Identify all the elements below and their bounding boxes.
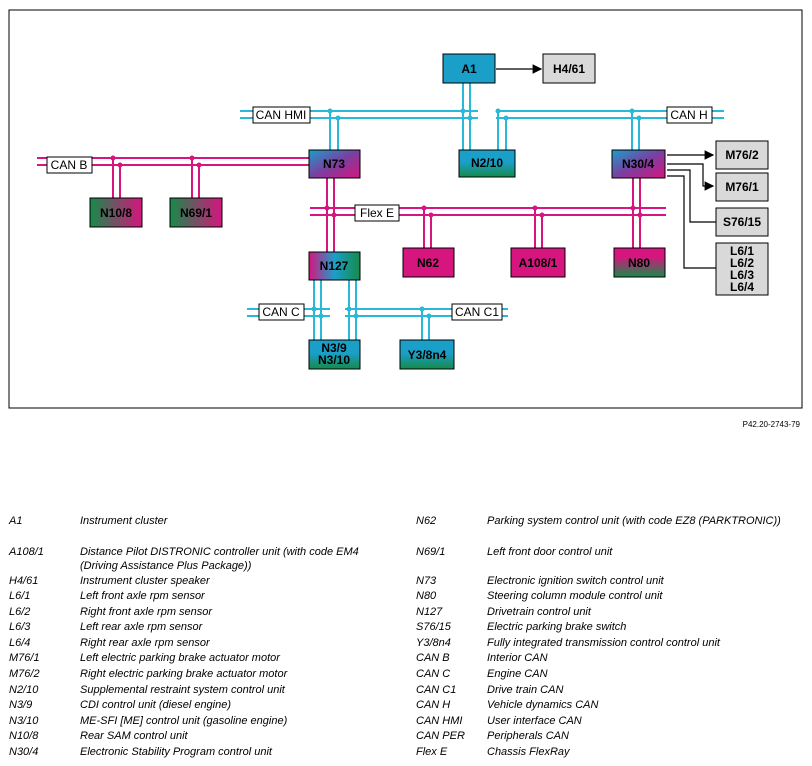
node-n127: N127 — [320, 259, 349, 273]
legend-code: A1 — [9, 515, 23, 527]
node-n30-4: N30/4 — [622, 157, 654, 171]
legend-code: CAN C1 — [416, 684, 457, 696]
node-y3-8n4: Y3/8n4 — [408, 348, 447, 362]
legend-description: Parking system control unit (with code E… — [487, 515, 781, 527]
legend-description: Supplemental restraint system control un… — [80, 684, 285, 696]
legend-description: Left front axle rpm sensor — [80, 590, 205, 602]
node-s76-15: S76/15 — [723, 215, 761, 229]
legend-code: M76/2 — [9, 668, 40, 680]
node-l6-1: L6/1 — [730, 244, 754, 258]
legend-description: Drivetrain control unit — [487, 606, 591, 618]
node-l6-4: L6/4 — [730, 280, 754, 294]
legend-code: N62 — [416, 515, 437, 527]
label-can-h: CAN H — [670, 108, 707, 122]
legend-description: Electronic Stability Program control uni… — [80, 746, 272, 758]
node-n62: N62 — [417, 256, 439, 270]
node-m76-2: M76/2 — [725, 148, 759, 162]
legend-description: ME-SFI [ME] control unit (gasoline engin… — [80, 715, 288, 727]
node-n3-10: N3/10 — [318, 353, 350, 367]
legend-code: L6/3 — [9, 621, 31, 633]
legend-description: Left front door control unit — [487, 546, 613, 558]
legend-description: Drive train CAN — [487, 684, 564, 696]
legend-code: H4/61 — [9, 575, 39, 587]
legend-code: N3/10 — [9, 715, 39, 727]
signal-lines — [496, 64, 716, 269]
legend-description: Right front axle rpm sensor — [80, 606, 213, 618]
diagram-frame — [8, 9, 803, 409]
legend-description: Instrument cluster — [80, 515, 168, 527]
legend-code: CAN H — [416, 699, 451, 711]
legend-description: Interior CAN — [487, 652, 548, 664]
network-diagram: CAN HMI CAN H CAN B Flex E CAN C CAN C1 … — [8, 9, 803, 409]
node-n80: N80 — [628, 256, 650, 270]
legend-code: Y3/8n4 — [416, 637, 451, 649]
legend-code: L6/1 — [9, 590, 31, 602]
legend-description: Right electric parking brake actuator mo… — [80, 668, 288, 680]
legend-code: N10/8 — [9, 730, 39, 742]
legend-description: User interface CAN — [487, 715, 582, 727]
legend-code: N2/10 — [9, 684, 39, 696]
legend-code: N127 — [416, 606, 443, 618]
legend-code: CAN PER — [416, 730, 465, 742]
legend-code: L6/4 — [9, 637, 31, 649]
node-l6-3: L6/3 — [730, 268, 754, 282]
legend-description: Left electric parking brake actuator mot… — [80, 652, 280, 664]
node-n2-10: N2/10 — [471, 156, 503, 170]
node-h4-61: H4/61 — [553, 62, 585, 76]
legend-code: N30/4 — [9, 746, 39, 758]
legend-description: CDI control unit (diesel engine) — [80, 699, 232, 711]
label-can-c: CAN C — [262, 305, 300, 319]
legend-code: S76/15 — [416, 621, 451, 633]
legend-description: Vehicle dynamics CAN — [487, 699, 599, 711]
legend-description: Right rear axle rpm sensor — [80, 637, 210, 649]
label-can-b: CAN B — [51, 158, 88, 172]
label-flex-e: Flex E — [360, 206, 394, 220]
legend-code: CAN HMI — [416, 715, 463, 727]
legend-code: N80 — [416, 590, 437, 602]
legend-code: M76/1 — [9, 652, 40, 664]
legend-description: Instrument cluster speaker — [80, 575, 210, 587]
node-n10-8: N10/8 — [100, 206, 132, 220]
node-a108-1: A108/1 — [519, 256, 558, 270]
node-n69-1: N69/1 — [180, 206, 212, 220]
legend-code: N73 — [416, 575, 437, 587]
legend-description: Peripherals CAN — [487, 730, 569, 742]
node-l6-2: L6/2 — [730, 256, 754, 270]
node-a1: A1 — [461, 62, 477, 76]
legend-code: CAN C — [416, 668, 451, 680]
legend-code: Flex E — [416, 746, 448, 758]
legend-description: Fully integrated transmission control co… — [487, 637, 720, 649]
node-m76-1: M76/1 — [725, 180, 759, 194]
legend-description: Electronic ignition switch control unit — [487, 575, 664, 587]
legend-description: Engine CAN — [487, 668, 548, 680]
legend-code: L6/2 — [9, 606, 31, 618]
node-n3-9: N3/9 — [321, 341, 347, 355]
legend-description: Left rear axle rpm sensor — [80, 621, 203, 633]
legend-description: Rear SAM control unit — [80, 730, 188, 742]
legend-description: Steering column module control unit — [487, 590, 663, 602]
node-n73: N73 — [323, 157, 345, 171]
figure-reference: P42.20-2743-79 — [742, 420, 800, 429]
legend-code: A108/1 — [9, 546, 44, 558]
legend-code: CAN B — [416, 652, 450, 664]
legend-right: N62 Parking system control unit (with cod… — [416, 514, 806, 764]
legend-code: N69/1 — [416, 546, 446, 558]
label-can-c1: CAN C1 — [455, 305, 499, 319]
legend-description: Distance Pilot DISTRONIC controller unit… — [80, 546, 359, 572]
legend-code: N3/9 — [9, 699, 33, 711]
legend-description: Chassis FlexRay — [487, 746, 570, 758]
label-can-hmi: CAN HMI — [256, 108, 307, 122]
legend-description: Electric parking brake switch — [487, 621, 627, 633]
